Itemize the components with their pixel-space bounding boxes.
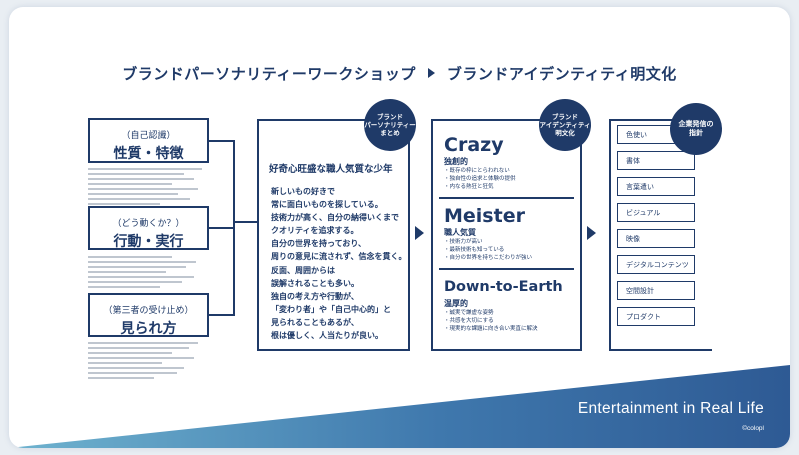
keyword-point: ・現実的な課題に向き合い実直に解決 <box>444 326 538 332</box>
summary-line: 根は優しく、人当たりが良い。 <box>271 331 383 341</box>
summary-line: 反面、周囲からは <box>271 265 335 275</box>
guideline-item-visual: ビジュアル <box>617 203 695 222</box>
identity-title: ブランドアイデンティティ明文化 <box>446 65 677 83</box>
connector-line <box>233 221 257 223</box>
personality-summary-box: 好奇心旺盛な職人気質な少年 新しいもの好きで 常に面白いものを探している。 技術… <box>257 119 410 351</box>
flow-heading: ブランドパーソナリティーワークショップ ブランドアイデンティティ明文化 <box>9 63 790 84</box>
badge-line: 企業発信の <box>678 120 714 129</box>
keyword-point: ・既存の枠にとらわれない <box>444 168 510 174</box>
keyword-point: ・内なる熱狂と狂気 <box>444 184 494 190</box>
keyword-point: ・最新技術も知っている <box>444 247 505 253</box>
connector-line <box>209 227 235 229</box>
keyword-subtitle: 温厚的 <box>444 299 468 308</box>
summary-lines: 新しいもの好きで 常に面白いものを探している。 技術力が高く、自分の納得いくまで… <box>271 185 408 342</box>
flow-arrow-icon <box>415 226 424 240</box>
connector-line <box>209 140 235 142</box>
keyword-down-to-earth: Down-to-Earth <box>444 279 563 295</box>
summary-badge: ブランド パーソナリティー まとめ <box>364 99 416 151</box>
summary-line: 「変わり者」や「自己中心的」と <box>271 304 391 314</box>
summary-line: 周りの意見に流されず、信念を貫く。 <box>271 252 407 262</box>
guideline-item-typeface: 書体 <box>617 151 695 170</box>
badge-line: パーソナリティー <box>364 120 416 129</box>
input-title: 性質・特徴 <box>113 146 184 162</box>
summary-headline: 好奇心旺盛な職人気質な少年 <box>269 164 393 175</box>
input-tag: （どう動くか？） <box>112 219 185 229</box>
connector-line <box>233 140 235 316</box>
keyword-point: ・独自性の追求と体験の提供 <box>444 176 516 182</box>
footer-band <box>9 365 790 448</box>
footer-band-shape <box>9 365 790 448</box>
badge-line: まとめ <box>380 129 400 138</box>
guidelines-badge: 企業発信の 指針 <box>670 103 722 155</box>
summary-line: 常に面白いものを探している。 <box>271 200 383 210</box>
summary-line: クオリティを追求する。 <box>271 226 359 236</box>
fine-print-notes <box>88 244 208 291</box>
fine-print-notes <box>88 168 208 208</box>
input-box-action: （どう動くか？） 行動・実行 <box>88 206 209 250</box>
keyword-subtitle: 独創的 <box>444 157 468 166</box>
input-tag: （自己認識） <box>121 131 176 141</box>
input-box-perception: （第三者の受け止め） 見られ方 <box>88 293 209 337</box>
guideline-item-wording: 言葉遣い <box>617 177 695 196</box>
connector-line <box>209 314 235 316</box>
badge-line: ブランド <box>552 112 578 121</box>
brand-tagline: Entertainment in Real Life <box>577 400 764 417</box>
input-tag: （第三者の受け止め） <box>103 306 194 316</box>
keyword-divider <box>439 268 574 270</box>
keyword-subtitle: 職人気質 <box>444 228 476 237</box>
keyword-point: ・共感を大切にする <box>444 318 494 324</box>
identity-badge: ブランド アイデンティティ 明文化 <box>539 99 591 151</box>
badge-line: ブランド <box>377 112 403 121</box>
triangle-arrow-icon <box>427 68 435 78</box>
summary-line: 見られることもあるが、 <box>271 317 359 327</box>
keyword-point: ・技術力が高い <box>444 239 483 245</box>
badge-line: 指針 <box>689 129 703 137</box>
copyright-text: ©colopl <box>742 425 764 432</box>
keyword-meister: Meister <box>444 205 525 227</box>
keyword-crazy: Crazy <box>444 134 504 156</box>
slide-card: ブランドパーソナリティーワークショップブランドアイデンティティ明文化 （自己認識… <box>9 7 790 448</box>
summary-line: 自分の世界を持っており、 <box>271 239 367 249</box>
summary-line: 技術力が高く、自分の納得いくまで <box>271 213 399 223</box>
fine-print-notes <box>88 342 208 382</box>
flow-arrow-icon <box>587 226 596 240</box>
keyword-point: ・自分の世界を持ちこだわりが強い <box>444 255 533 261</box>
guideline-item-product: プロダクト <box>617 307 695 326</box>
input-box-nature: （自己認識） 性質・特徴 <box>88 118 209 163</box>
input-title: 見られ方 <box>120 321 177 337</box>
summary-line: 新しいもの好きで <box>271 187 335 196</box>
brand-identity-box: Crazy 独創的 ・既存の枠にとらわれない ・独自性の追求と体験の提供 ・内な… <box>431 119 582 351</box>
guideline-item-space: 空間設計 <box>617 281 695 300</box>
summary-line: 誤解されることも多い。 <box>271 278 359 288</box>
input-title: 行動・実行 <box>113 234 184 250</box>
badge-line: アイデンティティ <box>539 120 591 129</box>
summary-line: 独自の考え方や行動が、 <box>271 291 359 301</box>
guideline-item-video: 映像 <box>617 229 695 248</box>
keyword-divider <box>439 197 574 199</box>
guideline-item-digital: デジタルコンテンツ <box>617 255 695 274</box>
badge-line: 明文化 <box>555 129 575 138</box>
keyword-point: ・誠実で謙虚な姿勢 <box>444 310 494 316</box>
workshop-title: ブランドパーソナリティーワークショップ <box>122 65 416 83</box>
